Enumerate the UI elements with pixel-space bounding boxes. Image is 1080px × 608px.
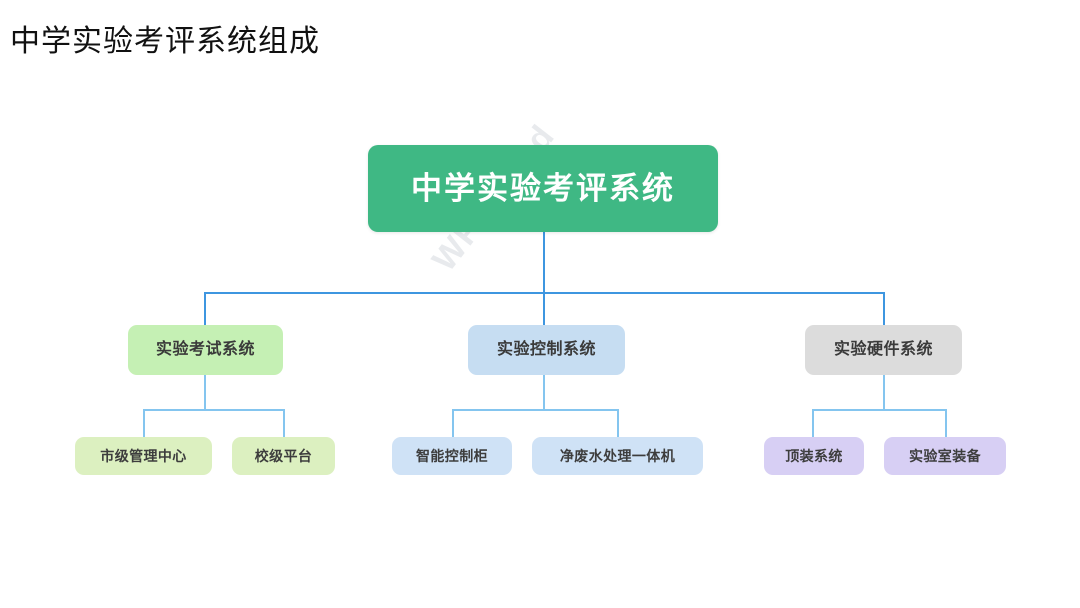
node-root-system[interactable]: 中学实验考评系统 [368,145,718,232]
connector-drop-leaf-4 [617,409,619,437]
node-leaf-top-mounted-system[interactable]: 顶装系统 [764,437,864,475]
node-leaf-wastewater-treatment-unit[interactable]: 净废水处理一体机 [532,437,703,475]
connector-drop-leaf-6 [945,409,947,437]
connector-drop-branch-2 [543,292,545,325]
connector-bus-branch-3 [812,409,946,411]
node-leaf-smart-control-cabinet[interactable]: 智能控制柜 [392,437,512,475]
connector-bus-branch-1 [143,409,284,411]
connector-drop-leaf-5 [812,409,814,437]
page-title: 中学实验考评系统组成 [10,25,320,58]
connector-drop-leaf-1 [143,409,145,437]
node-branch-exam-system[interactable]: 实验考试系统 [128,325,283,375]
connector-stem-branch-1 [204,375,206,410]
node-branch-hardware-system[interactable]: 实验硬件系统 [805,325,962,375]
mindmap-diagram: WPS Mind 中学实验考评系统 实验考试系统 实验控制系统 实验硬件系统 [75,118,1006,475]
connector-drop-leaf-2 [283,409,285,437]
connector-drop-leaf-3 [452,409,454,437]
node-leaf-lab-equipment[interactable]: 实验室装备 [884,437,1006,475]
node-branch-control-system[interactable]: 实验控制系统 [468,325,625,375]
connector-bus-branch-2 [452,409,619,411]
connector-drop-branch-1 [204,292,206,325]
connector-root-stem [543,232,545,293]
node-leaf-city-management-center[interactable]: 市级管理中心 [75,437,212,475]
node-leaf-school-platform[interactable]: 校级平台 [232,437,335,475]
connector-stem-branch-2 [543,375,545,410]
connector-stem-branch-3 [883,375,885,410]
connector-drop-branch-3 [883,292,885,325]
